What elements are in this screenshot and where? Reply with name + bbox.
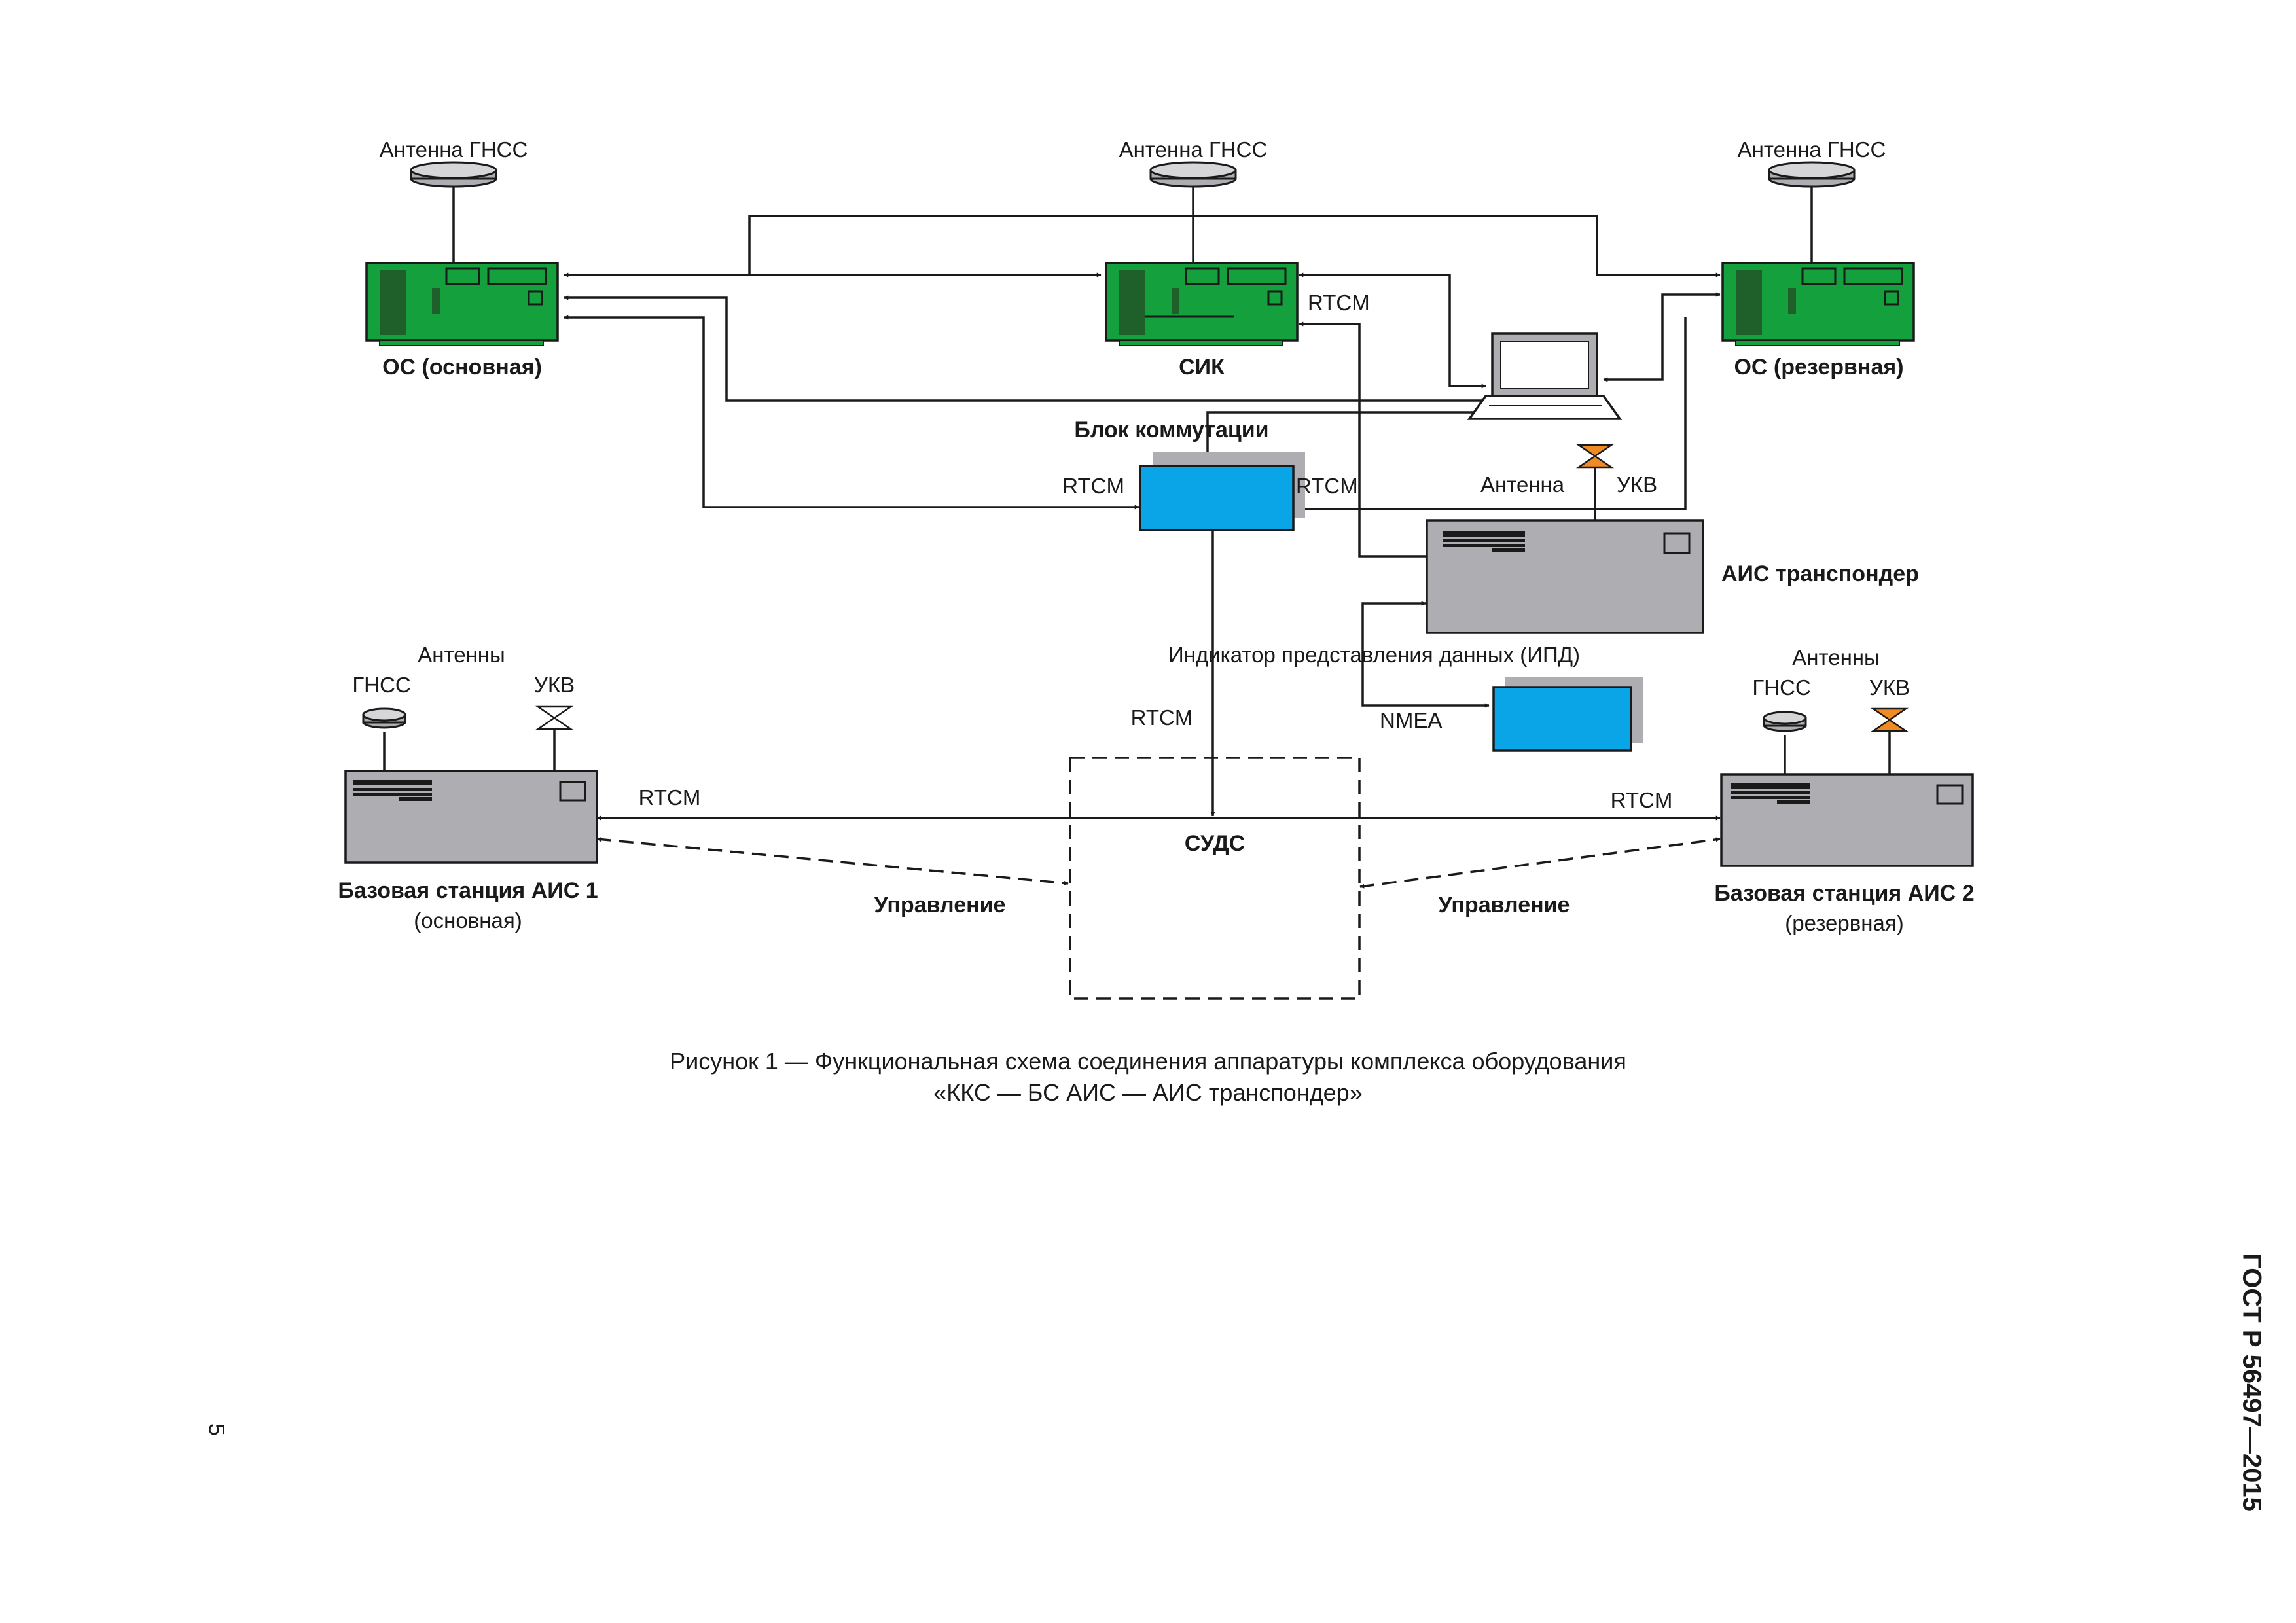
rack-device-icon: [344, 770, 598, 864]
vhf-antenna-icon: [1575, 444, 1615, 469]
link-transponder-idp: [1361, 601, 1490, 708]
laptop-icon: [1467, 332, 1623, 420]
gnss-antenna-icon: [410, 161, 497, 265]
base1-label: Базовая станция АИС 1: [338, 878, 598, 903]
gnss-antenna-icon: [1149, 161, 1237, 265]
rack-device-icon: [1720, 773, 1974, 867]
link-os-main-switch: [564, 315, 1139, 510]
link-os-reserve-switch: [1294, 317, 1687, 512]
diagram-labels: Антенна ГНСС Антенна ГНСС Антенна ГНСС О…: [338, 137, 1974, 935]
suds-box: [1069, 757, 1361, 1000]
blue-box-icon: [1139, 452, 1305, 531]
sik-label: СИК: [1179, 355, 1225, 380]
gnss-antenna-icon: [1763, 711, 1807, 774]
base-station-2: [1720, 707, 1974, 867]
link-control-left: [596, 837, 1069, 885]
control-left-label: Управление: [874, 893, 1006, 918]
figure-caption: Рисунок 1 — Функциональная схема соедине…: [0, 1046, 2296, 1109]
link-control-right: [1359, 837, 1721, 889]
idp: [1492, 677, 1643, 752]
link-sik-laptop: [1299, 272, 1486, 389]
rtcm-to-suds-label: RTCM: [1131, 705, 1193, 730]
base2-label: Базовая станция АИС 2: [1714, 881, 1974, 906]
os-main-label: ОС (основная): [382, 355, 542, 380]
switch-block: [1139, 452, 1305, 531]
gnss-antenna-icon: [1768, 161, 1856, 265]
base2-gnss-label: ГНСС: [1752, 675, 1810, 700]
switch-block-label: Блок коммутации: [1074, 418, 1268, 442]
gnss-antenna-icon: [362, 707, 406, 771]
transponder-antenna-label: Антенна: [1480, 473, 1565, 497]
rtcm-base2-label: RTCM: [1611, 788, 1673, 812]
os-main-antenna-label: Антенна ГНСС: [380, 137, 528, 162]
os-reserve-board: [1721, 262, 1915, 346]
page-number: 5: [204, 1423, 229, 1436]
rack-device-icon: [1426, 519, 1704, 634]
connection-lines: [564, 215, 1721, 1000]
os-reserve-label: ОС (резервная): [1734, 355, 1903, 380]
link-laptop-switch: [1205, 411, 1486, 467]
base2-sublabel: (резервная): [1785, 911, 1903, 935]
ais-transponder-label: АИС транспондер: [1721, 562, 1919, 586]
control-right-label: Управление: [1439, 893, 1570, 918]
circuit-board-icon: [1721, 262, 1915, 346]
standard-designation: ГОСТ Р 56497—2015: [2237, 1253, 2267, 1512]
figure-caption-line-2: «ККС — БС АИС — АИС транспондер»: [933, 1079, 1363, 1106]
sik-antenna-label: Антенна ГНСС: [1119, 137, 1268, 162]
link-sik-transponder: [1299, 321, 1426, 558]
transponder-vhf-label: УКВ: [1617, 473, 1657, 497]
blue-box-icon: [1492, 677, 1643, 752]
os-main-board: [365, 262, 559, 346]
circuit-board-icon: [1105, 262, 1299, 346]
laptop: [1467, 332, 1623, 420]
base-station-1: [344, 705, 598, 864]
base1-gnss-label: ГНСС: [352, 673, 410, 697]
ais-transponder: [1426, 444, 1704, 634]
rtcm-sik-label: RTCM: [1308, 291, 1370, 315]
suds-label: СУДС: [1185, 831, 1245, 856]
base2-antennas-title: Антенны: [1792, 645, 1880, 669]
base1-antennas-title: Антенны: [418, 643, 505, 667]
circuit-board-icon: [365, 262, 559, 346]
base1-sublabel: (основная): [414, 908, 522, 933]
rtcm-switch-left-label: RTCM: [1062, 474, 1124, 498]
sik-board: [1105, 262, 1299, 346]
vhf-antenna-icon: [535, 705, 574, 771]
link-top-loop-os-reserve: [748, 215, 1721, 277]
base1-vhf-label: УКВ: [534, 673, 575, 697]
nmea-label: NMEA: [1380, 708, 1442, 732]
base2-vhf-label: УКВ: [1869, 675, 1910, 700]
figure-caption-line-1: Рисунок 1 — Функциональная схема соедине…: [670, 1048, 1626, 1075]
link-laptop-os-reserve: [1603, 292, 1721, 382]
idp-label: Индикатор представления данных (ИПД): [1168, 643, 1580, 667]
rtcm-switch-right-label: RTCM: [1296, 474, 1358, 498]
os-reserve-antenna-label: Антенна ГНСС: [1738, 137, 1886, 162]
rtcm-base1-label: RTCM: [639, 785, 701, 810]
